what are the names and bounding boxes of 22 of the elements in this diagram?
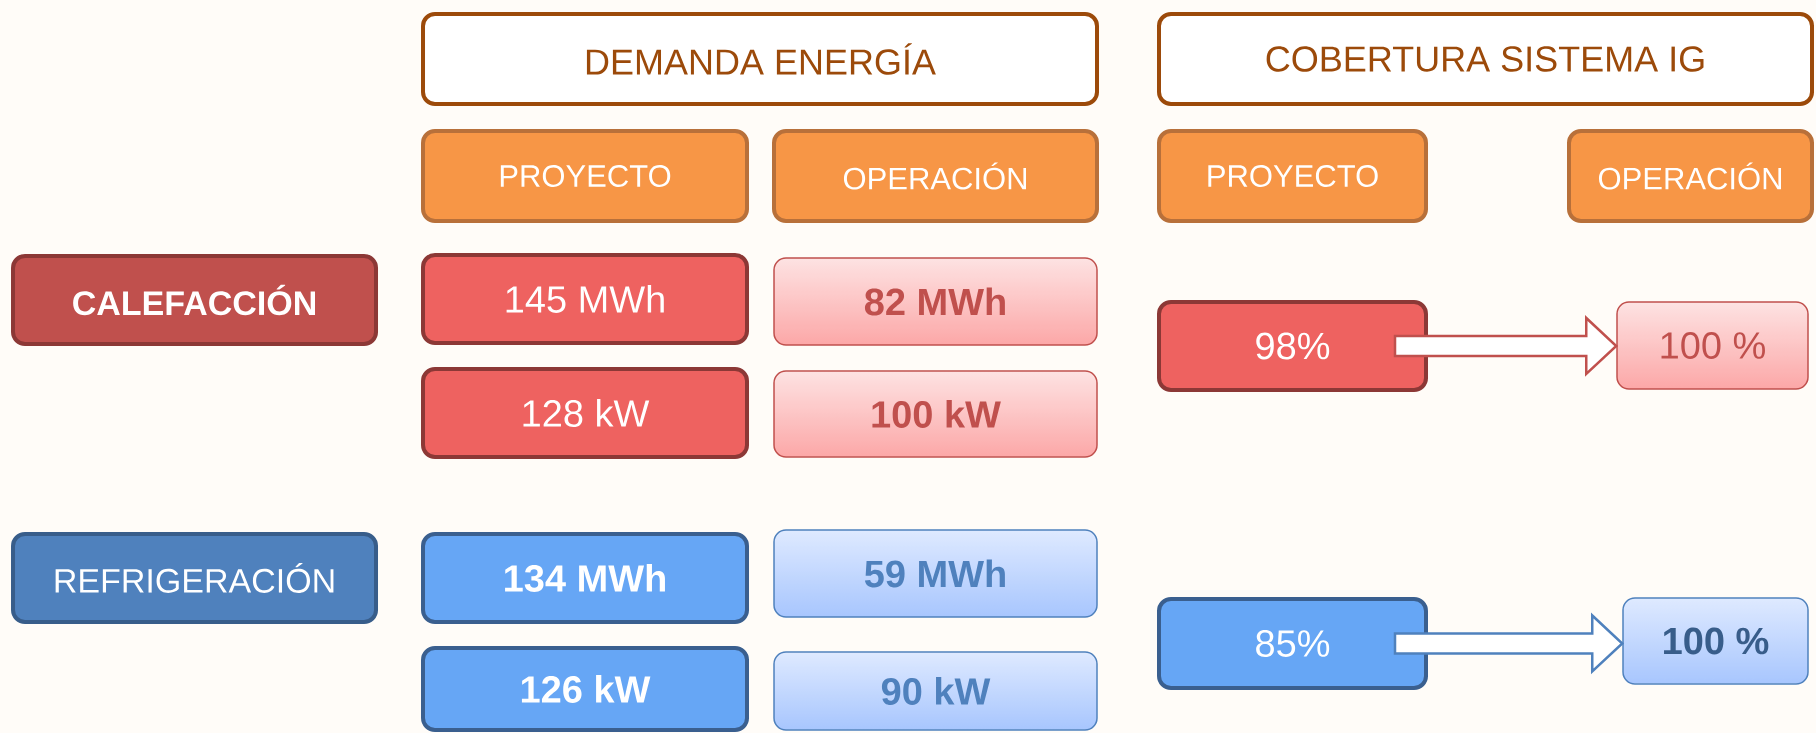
block-arrow (1393, 612, 1625, 675)
row-label-box: CALEFACCIÓN (11, 254, 378, 346)
row-label-box: REFRIGERACIÓN (11, 532, 378, 624)
value-box: 100 % (1616, 301, 1809, 390)
value-box: 100 % (1622, 597, 1809, 685)
value-box: 85% (1157, 597, 1428, 690)
header-box: COBERTURA SISTEMA IG (1157, 12, 1814, 106)
column-header-box: PROYECTO (1157, 129, 1428, 223)
value-box: 145 MWh (421, 253, 749, 345)
value-box: 126 kW (421, 646, 749, 732)
header-box: DEMANDA ENERGÍA (421, 12, 1099, 106)
value-box: 128 kW (421, 367, 749, 459)
value-box: 59 MWh (773, 529, 1098, 618)
value-box: 90 kW (773, 651, 1098, 731)
column-header-box: OPERACIÓN (772, 129, 1099, 223)
column-header-box: OPERACIÓN (1567, 129, 1814, 223)
value-box: 100 kW (773, 370, 1098, 458)
column-header-box: PROYECTO (421, 129, 749, 223)
value-box: 82 MWh (773, 257, 1098, 346)
value-box: 134 MWh (421, 532, 749, 624)
block-arrow (1393, 315, 1619, 377)
value-box: 98% (1157, 300, 1428, 392)
